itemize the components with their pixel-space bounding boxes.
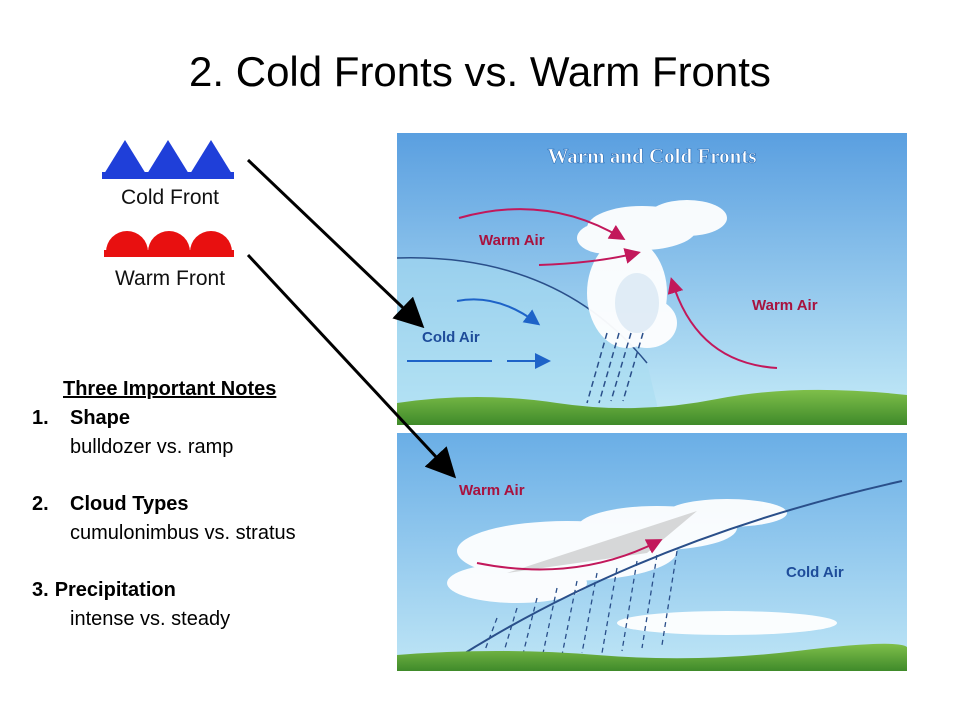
warm-front-diagram: Warm Air Cold Air — [397, 433, 907, 671]
note-number: 2. — [32, 493, 49, 515]
note-description: cumulonimbus vs. stratus — [70, 522, 296, 544]
cold-front-diagram: Warm and Cold Fronts Warm Air Warm Air C… — [397, 133, 907, 425]
note-description: intense vs. steady — [70, 608, 231, 630]
warm-air-label: Warm Air — [459, 482, 525, 499]
slide-title: 2. Cold Fronts vs. Warm Fronts — [189, 48, 771, 95]
cold-front-label: Cold Front — [120, 186, 220, 209]
note-description: bulldozer vs. ramp — [70, 436, 234, 458]
warm-front-symbol-icon — [104, 231, 234, 257]
cold-front-symbol-icon — [102, 140, 234, 179]
cold-air-label: Cold Air — [786, 564, 844, 581]
notes-heading: Three Important Notes — [63, 378, 277, 400]
note-number: 3. — [32, 579, 49, 601]
cold-air-label: Cold Air — [422, 329, 480, 346]
notes-list: Three Important Notes 1. Shape bulldozer … — [32, 375, 372, 634]
warm-front-label: Warm Front — [114, 267, 226, 290]
list-item: 1. Shape — [32, 404, 372, 433]
list-item: 2. Cloud Types — [32, 490, 372, 519]
note-number: 1. — [32, 407, 49, 429]
diagram-title: Warm and Cold Fronts — [547, 144, 756, 168]
warm-air-label: Warm Air — [479, 232, 545, 249]
note-title: Precipitation — [54, 579, 176, 601]
list-item: 3.Precipitation — [32, 576, 372, 605]
cold-front-pointer-arrow — [246, 158, 425, 329]
warm-air-label: Warm Air — [752, 297, 818, 314]
note-title: Shape — [70, 407, 131, 429]
note-title: Cloud Types — [70, 493, 189, 515]
